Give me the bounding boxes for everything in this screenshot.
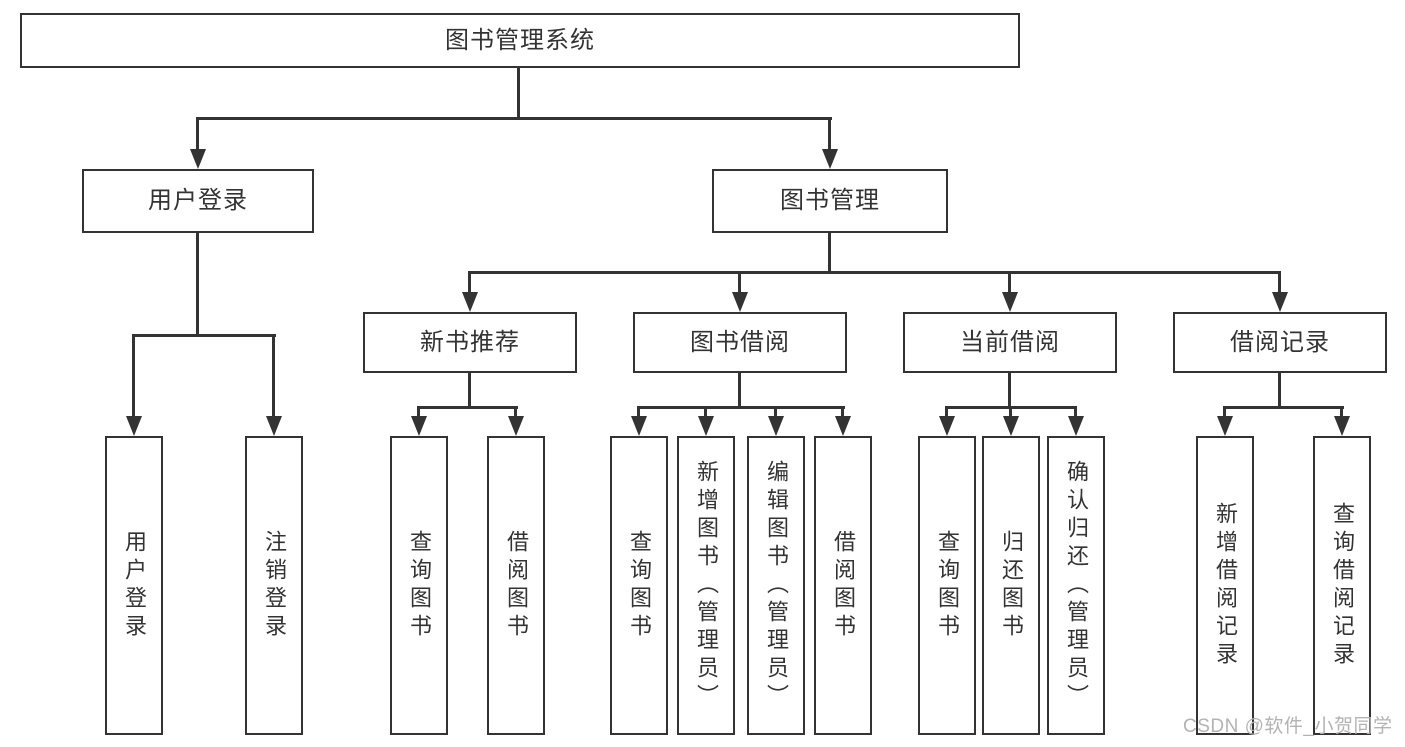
leaf-bor-add-book-admin: 新增图书（管理员） <box>677 436 735 735</box>
leaf-rec-query-book: 查询图书 <box>390 436 448 735</box>
connector-level3-stem <box>738 271 741 292</box>
leaf-label: 查询图书 <box>407 529 432 642</box>
node-label: 新书推荐 <box>420 328 520 356</box>
connector-user-login-down <box>196 233 199 336</box>
connector-book-mgmt-down <box>828 232 831 273</box>
node-new-book-recommend: 新书推荐 <box>363 312 577 373</box>
leaf-cur-confirm-return-admin: 确认归还（管理员） <box>1047 436 1105 735</box>
leaf-label: 借阅图书 <box>504 529 529 642</box>
arrowhead-leaf <box>508 416 524 436</box>
leaf-hist-query-record: 查询借阅记录 <box>1313 436 1371 735</box>
connector-book-mgmt-stem <box>828 117 831 151</box>
leaf-cur-return-book: 归还图书 <box>982 436 1040 735</box>
arrowhead-book-mgmt <box>822 149 838 169</box>
arrowhead-borrow-record <box>1272 292 1288 312</box>
connector-level3-stem <box>1278 271 1281 292</box>
connector-leaf-stem <box>704 406 707 418</box>
arrowhead-current-borrow <box>1002 292 1018 312</box>
csdn-watermark: CSDN @软件_小贺同学 <box>1183 716 1393 737</box>
arrowhead-leaf <box>768 416 784 436</box>
node-library-management-system: 图书管理系统 <box>20 13 1020 68</box>
node-label: 用户登录 <box>148 187 248 214</box>
connector-user-login-stem <box>196 117 199 151</box>
node-book-borrowing: 图书借阅 <box>633 312 847 373</box>
node-label: 当前借阅 <box>960 328 1060 356</box>
connector-group-rail <box>637 406 845 409</box>
connector-leaf-stem <box>774 406 777 418</box>
node-borrowing-records: 借阅记录 <box>1173 312 1387 373</box>
leaf-label: 新增借阅记录 <box>1213 501 1238 670</box>
leaf-bor-edit-book-admin: 编辑图书（管理员） <box>747 436 805 735</box>
arrowhead-user-login <box>190 149 206 169</box>
arrowhead-leaf <box>1068 416 1084 436</box>
leaf-label: 借阅图书 <box>831 529 856 642</box>
leaf-cur-query-book: 查询图书 <box>918 436 976 735</box>
node-current-borrowing: 当前借阅 <box>903 312 1117 373</box>
connector-group-down <box>1008 372 1011 409</box>
leaf-bor-query-book: 查询图书 <box>610 436 668 735</box>
arrowhead-leaf <box>266 416 282 436</box>
leaf-label: 归还图书 <box>999 529 1024 642</box>
connector-group-rail <box>417 406 518 409</box>
connector-group-down <box>1278 372 1281 409</box>
node-label: 借阅记录 <box>1230 328 1330 356</box>
connector-leaf-stem <box>417 406 420 418</box>
leaf-rec-borrow-book: 借阅图书 <box>487 436 545 735</box>
arrowhead-leaf <box>631 416 647 436</box>
connector-leaf-stem <box>841 406 844 418</box>
leaf-label: 查询图书 <box>935 529 960 642</box>
node-book-management: 图书管理 <box>712 169 948 233</box>
connector-group-down <box>468 372 471 409</box>
connector-group-down <box>738 372 741 409</box>
arrowhead-leaf <box>1003 416 1019 436</box>
arrowhead-leaf <box>835 416 851 436</box>
leaf-label: 注销登录 <box>262 529 287 642</box>
connector-leaf-stem <box>1223 406 1226 418</box>
connector-leaf-stem <box>637 406 640 418</box>
leaf-logout: 注销登录 <box>245 436 303 735</box>
arrowhead-leaf <box>698 416 714 436</box>
leaf-label: 确认归还（管理员） <box>1064 459 1089 712</box>
connector-leaf-stem <box>1009 406 1012 418</box>
connector-level3-rail <box>468 271 1281 274</box>
arrowhead-leaf <box>126 416 142 436</box>
leaf-hist-add-record: 新增借阅记录 <box>1196 436 1254 735</box>
connector-leaf-stem <box>514 406 517 418</box>
connector-leaf-stem <box>1340 406 1343 418</box>
node-label: 图书管理系统 <box>445 26 595 54</box>
leaf-bor-borrow-book: 借阅图书 <box>814 436 872 735</box>
leaf-label: 查询图书 <box>627 529 652 642</box>
connector-level2-rail <box>196 117 832 120</box>
connector-leaf-stem <box>1074 406 1077 418</box>
leaf-user-login: 用户登录 <box>105 436 163 735</box>
node-label: 图书借阅 <box>690 328 790 356</box>
leaf-label: 用户登录 <box>122 529 147 642</box>
connector-root-stub <box>517 68 520 119</box>
arrowhead-leaf <box>411 416 427 436</box>
connector-leaf-stem <box>132 334 135 416</box>
connector-leaf-stem <box>272 334 275 416</box>
leaf-label: 新增图书（管理员） <box>694 459 719 712</box>
connector-leaf-stem <box>945 406 948 418</box>
leaf-label: 查询借阅记录 <box>1330 501 1355 670</box>
arrowhead-leaf <box>1334 416 1350 436</box>
connector-level3-stem <box>1008 271 1011 292</box>
arrowhead-leaf <box>1217 416 1233 436</box>
arrowhead-book-borrow <box>732 292 748 312</box>
arrowhead-leaf <box>939 416 955 436</box>
connector-group-rail <box>1223 406 1344 409</box>
node-user-login: 用户登录 <box>82 169 314 233</box>
connector-user-login-rail <box>132 334 276 337</box>
connector-level3-stem <box>468 271 471 292</box>
arrowhead-new-book-rec <box>462 292 478 312</box>
node-label: 图书管理 <box>780 187 880 214</box>
leaf-label: 编辑图书（管理员） <box>764 459 789 712</box>
